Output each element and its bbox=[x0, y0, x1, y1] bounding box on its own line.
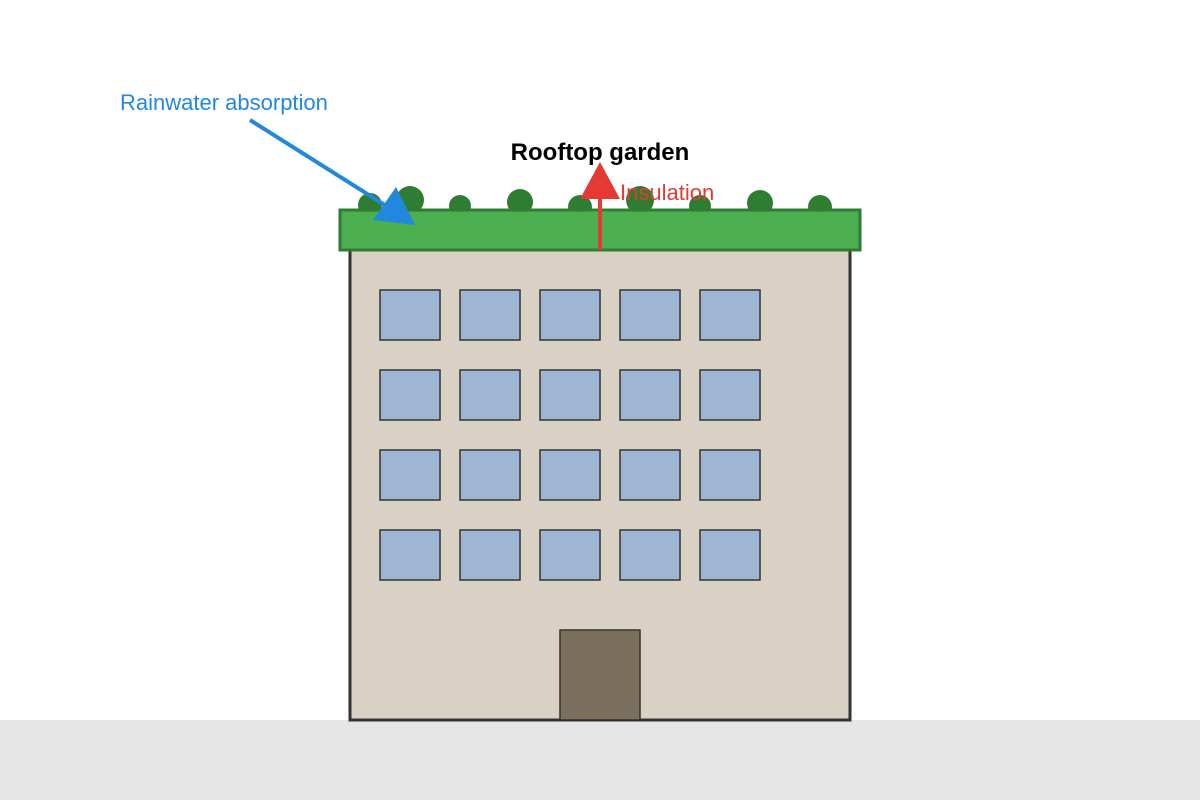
building-door bbox=[559, 629, 641, 721]
building-window bbox=[539, 289, 601, 341]
building-window bbox=[539, 529, 601, 581]
building-window bbox=[699, 529, 761, 581]
building-window bbox=[539, 369, 601, 421]
building-window bbox=[699, 449, 761, 501]
windows-grid bbox=[379, 289, 761, 581]
building-window bbox=[379, 529, 441, 581]
building-window bbox=[619, 369, 681, 421]
building-window bbox=[379, 289, 441, 341]
building-window bbox=[459, 529, 521, 581]
building-window bbox=[379, 449, 441, 501]
building-window bbox=[619, 289, 681, 341]
building-window bbox=[619, 449, 681, 501]
insulation-arrow-icon bbox=[580, 162, 620, 250]
diagram-title: Rooftop garden bbox=[511, 139, 690, 166]
building-window bbox=[619, 529, 681, 581]
building-window bbox=[459, 289, 521, 341]
ground bbox=[0, 720, 1200, 800]
building-window bbox=[699, 369, 761, 421]
building-window bbox=[459, 449, 521, 501]
rooftop-shrub bbox=[626, 186, 654, 214]
building-window bbox=[379, 369, 441, 421]
insulation-label: Insulation bbox=[620, 180, 714, 205]
rainwater-absorption-label: Rainwater absorption bbox=[120, 90, 328, 115]
building-window bbox=[459, 369, 521, 421]
rain-arrow-icon bbox=[248, 118, 415, 225]
building-window bbox=[539, 449, 601, 501]
building-window bbox=[699, 289, 761, 341]
